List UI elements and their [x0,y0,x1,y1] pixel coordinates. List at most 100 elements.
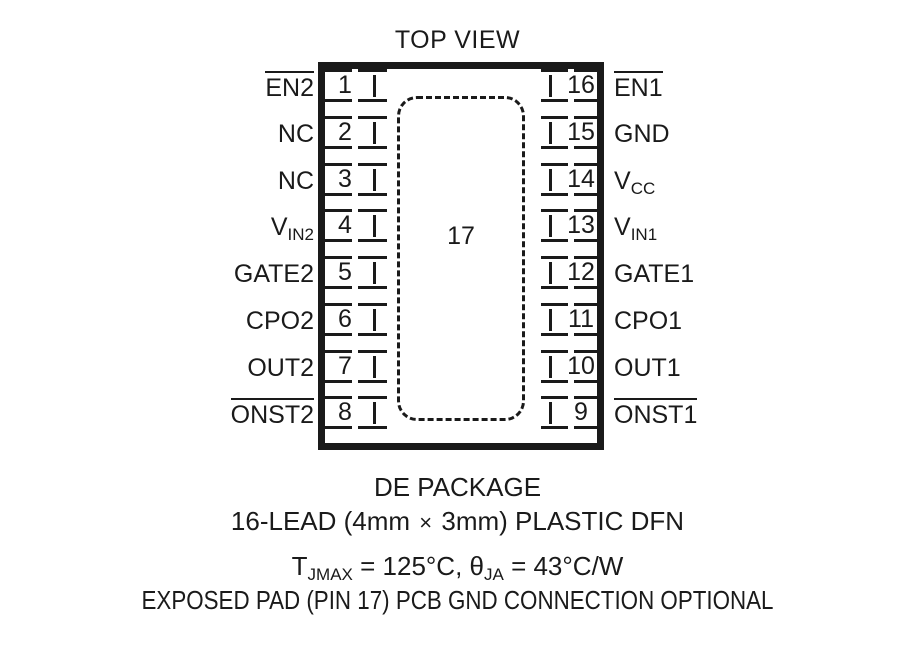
pin-lead-tick [549,355,552,378]
pin-rail-bottom [541,379,603,383]
pin-label-text: ONST2 [230,398,314,430]
pin-cell-8[interactable]: 8 [325,396,387,443]
pin-label-subscript: IN1 [630,225,658,245]
pin-number-13: 13 [567,211,595,240]
pin-rail-bottom [325,145,387,149]
pin-rail-top [325,209,387,213]
pin-label-ONST2: ONST2 [230,398,314,430]
pin-rail-top [325,115,387,119]
thermal-theta-value: = 43°C/W [503,551,624,581]
pin-cell-7[interactable]: 7 [325,349,387,397]
pin-rail-top [325,256,387,259]
pin-number-2: 2 [338,117,352,146]
pin-label-GND: GND [614,118,670,150]
pin-rail-bottom [325,332,387,336]
pin-number-14: 14 [567,164,595,193]
caption-package-name: DE PACKAGE [373,472,542,502]
pin-cell-3[interactable]: 3 [325,162,387,210]
pin-lead-tick [373,75,376,97]
pin-lead-tick [373,308,376,331]
thermal-tjmax-symbol: T [291,551,308,581]
pin-lead-tick [549,75,552,97]
thermal-tjmax-value: = 125°C, [352,551,470,581]
pin-label-text: EN1 [614,71,663,103]
pin-cell-9[interactable]: 9 [541,396,603,443]
thermal-tjmax-subscript: JMAX [307,565,353,584]
pin-label-text: NC [277,166,314,195]
pin-cell-15[interactable]: 15 [541,115,603,163]
pin-rail-top [541,115,603,119]
pin-label-text: VCC [614,166,656,198]
pin-cell-2[interactable]: 2 [325,115,387,163]
pin-label-subscript: IN2 [287,225,314,245]
pin-rail-top [325,69,387,72]
pin-label-EN2: EN2 [265,71,314,103]
pin-cell-6[interactable]: 6 [325,302,387,350]
pin-cell-5[interactable]: 5 [325,256,387,303]
pin-label-CPO1: CPO1 [614,305,682,337]
pin-number-12: 12 [567,258,595,286]
pin-lead-tick [549,402,552,425]
pin-rail-top [541,162,603,166]
pin-label-ONST1: ONST1 [614,398,698,430]
pin-label-GATE2: GATE2 [234,258,314,290]
pin-lead-tick [549,168,552,191]
pin-label-text: CPO1 [614,306,683,335]
multiplication-sign: × [419,510,433,535]
pin-rail-bottom [325,99,387,102]
pin-rail-top [541,209,603,213]
pin-lead-tick [373,215,376,238]
pin-lead-tick [373,355,376,378]
pin-cell-1[interactable]: 1 [325,69,387,116]
pin-rail-bottom [325,379,387,383]
pin-cell-12[interactable]: 12 [541,256,603,303]
pin-lead-tick [373,402,376,425]
pin-cell-4[interactable]: 4 [325,209,387,256]
pin-rail-top [325,162,387,166]
pin-rail-top [541,302,603,306]
pin-number-16: 16 [567,71,595,99]
pin-rail-bottom [541,145,603,149]
pin-lead-tick [549,262,552,284]
pin-cell-14[interactable]: 14 [541,162,603,210]
pin-number-11: 11 [568,304,594,333]
pin-cell-16[interactable]: 16 [541,69,603,116]
pin-rail-bottom [325,239,387,243]
pin-lead-tick [549,121,552,144]
pin-rail-top [541,69,603,72]
pin-rail-bottom [541,332,603,336]
pin-lead-tick [549,308,552,331]
caption-exposed-pad-note: EXPOSED PAD (PIN 17) PCB GND CONNECTION … [141,585,774,615]
exposed-pad-number: 17 [447,222,475,250]
pin-label-OUT2: OUT2 [247,352,314,384]
pin-rail-bottom [541,286,603,289]
pin-rail-bottom [325,192,387,196]
pin-label-CPO2: CPO2 [246,305,314,337]
pin-rail-bottom [541,99,603,102]
pin-rail-bottom [325,426,387,430]
pin-cell-11[interactable]: 11 [541,302,603,350]
pin-number-10: 10 [567,351,595,380]
pin-label-text: GND [614,119,670,148]
thermal-theta-subscript: JA [484,565,504,584]
pin-rail-bottom [541,426,603,430]
pin-number-7: 7 [338,351,352,380]
pin-label-text: OUT2 [247,353,314,382]
lead-desc-part-a: 16-LEAD (4mm [230,506,418,536]
pin-label-text: OUT1 [614,353,681,382]
pin-label-text: NC [277,119,314,148]
pin-rail-bottom [325,286,387,289]
pin-lead-tick [373,262,376,284]
caption-thermal-specs: TJMAX = 125°C, θJA = 43°C/W [0,551,915,584]
page-title: TOP VIEW [394,26,521,54]
pin-label-VIN1: VIN1 [614,211,658,245]
pin-rail-top [541,396,603,400]
pin-label-OUT1: OUT1 [614,352,681,384]
pin-number-6: 6 [338,304,352,333]
pin-label-text: CPO2 [245,306,314,335]
pin-cell-10[interactable]: 10 [541,349,603,397]
pin-cell-13[interactable]: 13 [541,209,603,256]
pin-label-subscript: CC [630,178,656,198]
pin-rail-bottom [541,239,603,243]
pin-label-GATE1: GATE1 [614,258,694,290]
